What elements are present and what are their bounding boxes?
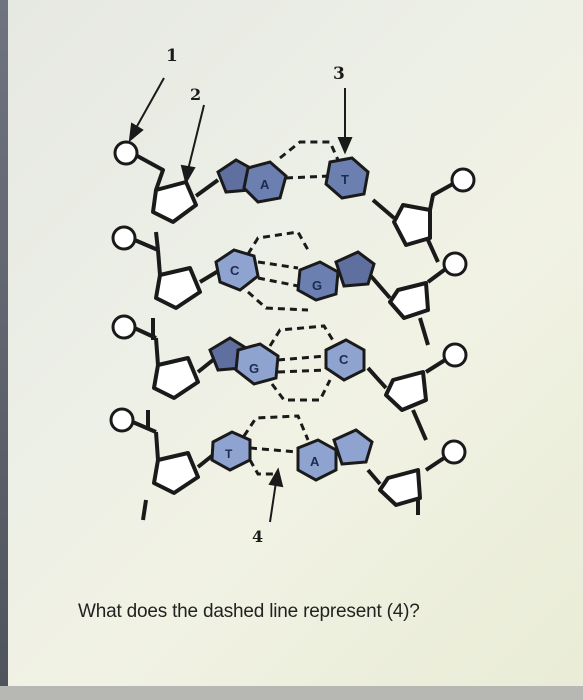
sugar-pentagon	[151, 180, 198, 224]
sugar-pentagon	[392, 203, 432, 247]
base-letter: T	[341, 172, 349, 187]
hydrogen-bond-dashes	[246, 230, 310, 312]
base-G-hexagon	[296, 260, 340, 302]
base-letter: C	[339, 352, 349, 367]
phosphate-circle	[109, 407, 135, 433]
hydrogen-bond-dashes	[242, 414, 310, 476]
base-pair-row-3: G C	[208, 324, 366, 402]
bottom-window-edge	[0, 686, 583, 700]
phosphate-circle	[442, 342, 468, 368]
base-letter: C	[230, 263, 240, 278]
callout-label-4: 4	[252, 527, 263, 546]
base-G-pentagon	[334, 250, 376, 288]
phosphate-circle	[450, 167, 476, 193]
base-A-hexagon	[242, 160, 288, 204]
base-letter: A	[310, 454, 320, 469]
phosphate-circle	[441, 439, 467, 465]
sugar-pentagon	[384, 370, 428, 412]
base-C-hexagon	[214, 248, 260, 292]
base-A-pentagon	[332, 428, 374, 466]
base-pair-row-4: T A	[210, 414, 374, 482]
phosphate-circle	[442, 251, 468, 277]
left-sugars	[151, 180, 202, 495]
phosphate-circle	[111, 225, 137, 251]
base-A-hexagon	[296, 438, 338, 482]
sugar-pentagon	[152, 356, 200, 400]
sugar-pentagon	[388, 281, 430, 320]
hydrogen-bond-dashes	[279, 140, 340, 180]
base-pair-row-2: C G	[214, 230, 376, 312]
callout-arrows	[128, 77, 353, 523]
sugar-pentagon	[378, 468, 422, 507]
base-pair-row-1: A T	[216, 140, 370, 204]
callout-label-3: 3	[333, 64, 345, 84]
phosphate-circle	[111, 314, 137, 340]
base-letter: T	[225, 447, 233, 461]
worksheet-page: A T C G G	[8, 0, 583, 686]
sugar-pentagon	[154, 266, 202, 310]
phosphate-groups	[109, 140, 476, 465]
dna-structure-diagram: A T C G G	[109, 46, 476, 546]
base-letter: G	[249, 361, 259, 376]
base-C-hexagon	[324, 338, 366, 382]
hydrogen-bond-dashes	[268, 324, 336, 402]
left-window-edge	[0, 0, 8, 700]
sugar-pentagon	[152, 451, 200, 495]
question-text: What does the dashed line represent (4)?	[78, 601, 420, 622]
base-G-hexagon	[234, 342, 280, 386]
base-T-hexagon	[324, 156, 370, 200]
right-sugars	[378, 203, 432, 507]
phosphate-circle	[113, 140, 139, 166]
callout-label-1: 1	[166, 46, 178, 66]
base-letter: A	[260, 177, 270, 192]
callout-label-2: 2	[190, 85, 201, 104]
base-letter: G	[312, 278, 322, 293]
